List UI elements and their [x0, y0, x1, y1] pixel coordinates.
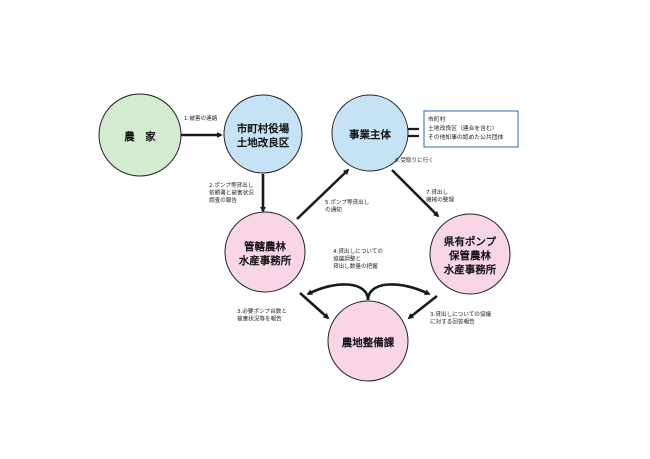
arrow-nochi-to-kenyu [366, 283, 431, 301]
label-step-1: 1.被害の連絡 [184, 114, 218, 122]
node-kankatsu-line-2: 水産事務所 [238, 254, 292, 267]
definition-box: 市町村土地改良区（連合を含む）その他知事の認めた公共団体 [423, 110, 519, 148]
label-a3l-line-2: 被害状況等を報告 [237, 315, 282, 323]
node-shichoson-line-1: 市町村役場 [237, 122, 290, 135]
node-kenyu-line-2: 保管農林 [448, 249, 491, 262]
label-a4-line-2: 協議調整と [333, 255, 361, 263]
definition-box-line-2: 土地改良区（連合を含む） [428, 124, 498, 132]
node-nochi-label: 農地整備課 [342, 336, 395, 349]
node-kenyu-line-1: 県有ポンプ [444, 235, 497, 248]
node-jigyo-line-1: 事業主体 [349, 128, 391, 141]
label-a7-line-1: 7.貸出し [426, 188, 449, 196]
label-step-4: 4.貸出しについての協議調整と貸出し数量の把握 [333, 247, 383, 270]
label-a3r-line-1: 3.貸出しについての協議 [430, 310, 492, 318]
node-jigyo-label: 事業主体 [349, 128, 391, 141]
label-a4-line-1: 4.貸出しについての [333, 247, 383, 255]
node-nouka-line-1: 農 家 [124, 130, 156, 143]
label-a7-line-2: 機械の整理 [426, 196, 454, 204]
node-shichoson-line-2: 土地改良区 [237, 136, 290, 149]
node-kenyu-line-3: 水産事務所 [443, 263, 497, 276]
node-kankatsu-line-1: 管轄農林 [244, 240, 286, 253]
label-step-6: 6.受取りに行く [395, 156, 434, 164]
label-step-3-right: 3.貸出しについての協議に対する回答報告 [430, 310, 492, 326]
label-a1-line-1: 1.被害の連絡 [184, 114, 218, 122]
arrow-kankatsu-to-jigyo [296, 168, 350, 220]
definition-box-line-1: 市町村 [428, 115, 446, 123]
label-step-2: 2.ポンプ等貸出し依頼書と被害状況調査の報告 [209, 181, 254, 204]
definition-box-line-3: その他知事の認めた公共団体 [428, 133, 504, 141]
arrow-kankatsu-to-nochi [299, 292, 330, 320]
node-kankatsu-label: 管轄農林水産事務所 [238, 240, 292, 267]
label-a2-line-2: 依頼書と被害状況 [209, 189, 254, 197]
label-a2-line-1: 2.ポンプ等貸出し [209, 181, 254, 189]
node-nochi: 農地整備課 [327, 300, 409, 382]
node-shichoson: 市町村役場土地改良区 [223, 94, 303, 174]
definition-box-text: 市町村土地改良区（連合を含む）その他知事の認めた公共団体 [428, 115, 504, 141]
node-nouka: 農 家 [98, 93, 182, 177]
node-jigyo: 事業主体 [331, 94, 409, 172]
node-nouka-label: 農 家 [124, 130, 156, 143]
label-a6-line-1: 6.受取りに行く [395, 156, 434, 164]
node-kenyu: 県有ポンプ保管農林水産事務所 [429, 213, 511, 295]
label-step-5: 5.ポンプ等貸出しの通知 [325, 198, 370, 214]
arrow-kenyu-to-nochi [407, 294, 438, 320]
label-a5-line-2: の通知 [325, 206, 342, 214]
label-step-7: 7.貸出し機械の整理 [426, 188, 454, 204]
arrow-nochi-to-kankatsu [306, 283, 370, 301]
label-a3l-line-1: 3.必要ポンプ台数と [237, 307, 287, 315]
label-a2-line-3: 調査の報告 [209, 196, 237, 204]
node-kenyu-label: 県有ポンプ保管農林水産事務所 [443, 235, 497, 276]
label-step-3-left: 3.必要ポンプ台数と被害状況等を報告 [237, 307, 287, 323]
label-a3r-line-2: に対する回答報告 [430, 318, 475, 326]
arrow-jigyo-to-kenyu [391, 169, 440, 218]
arrows [181, 132, 440, 320]
label-a4-line-3: 貸出し数量の把握 [333, 262, 378, 270]
node-kankatsu: 管轄農林水産事務所 [224, 211, 306, 293]
label-a5-line-1: 5.ポンプ等貸出し [325, 198, 370, 206]
node-shichoson-label: 市町村役場土地改良区 [237, 122, 290, 149]
node-nochi-line-1: 農地整備課 [342, 336, 395, 349]
